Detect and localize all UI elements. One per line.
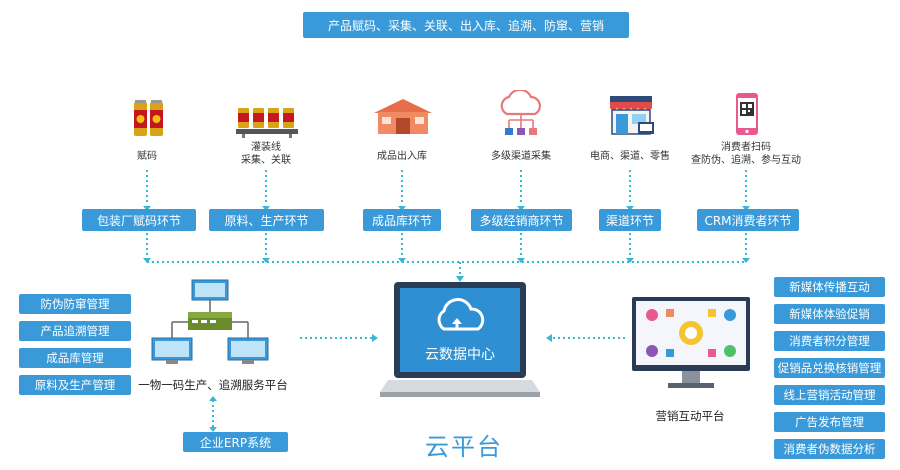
filling-line-icon [236,102,298,138]
stage-packaging: 包装厂赋码环节 [82,209,196,231]
right-item-redemption: 促销品兑换核销管理 [774,358,885,378]
cloud-network-icon [493,88,549,138]
node-label-channels: 多级渠道采集 [491,151,551,162]
store-icon [606,94,656,138]
node-label-consumer: 消费者扫码 查防伪、追溯、参与互动 [691,142,801,166]
right-item-online-activity: 线上营销活动管理 [774,385,885,405]
node-label-warehouse: 成品出入库 [377,151,427,162]
stage-finished-goods: 成品库环节 [363,209,441,231]
beverage-can-icon [131,98,167,138]
right-item-ads: 广告发布管理 [774,412,885,432]
node-label-filling: 灌装线 采集、关联 [241,142,291,166]
warehouse-icon [372,97,434,135]
left-item-traceability: 产品追溯管理 [19,321,131,341]
right-item-points: 消费者积分管理 [774,331,885,351]
top-banner: 产品赋码、采集、关联、出入库、追溯、防窜、营销 [303,12,629,38]
cloud-data-center-label: 云数据中心 [425,347,495,363]
left-item-production: 原料及生产管理 [19,375,131,395]
marketing-platform-caption: 营销互动平台 [655,409,725,423]
cloud-laptop [380,280,540,400]
network-servers-icon [148,278,272,370]
left-item-anti-counterfeit: 防伪防窜管理 [19,294,131,314]
stage-channels: 渠道环节 [599,209,661,231]
right-item-media-promo: 新媒体体验促销 [774,304,885,324]
left-item-warehouse: 成品库管理 [19,348,131,368]
erp-system: 企业ERP系统 [183,432,288,452]
traceability-platform-caption: 一物一码生产、追溯服务平台 [138,378,288,392]
cloud-platform-title: 云平台 [425,433,503,461]
node-label-coding: 赋码 [137,151,157,162]
stage-production: 原料、生产环节 [209,209,324,231]
marketing-monitor-icon [630,295,752,393]
phone-qr-icon [735,92,759,136]
node-label-retail: 电商、渠道、零售 [590,151,670,162]
right-item-media-spread: 新媒体传播互动 [774,277,885,297]
stage-crm: CRM消费者环节 [697,209,799,231]
right-item-consumer-analysis: 消费者伪数据分析 [774,439,885,459]
stage-distributors: 多级经销商环节 [471,209,572,231]
